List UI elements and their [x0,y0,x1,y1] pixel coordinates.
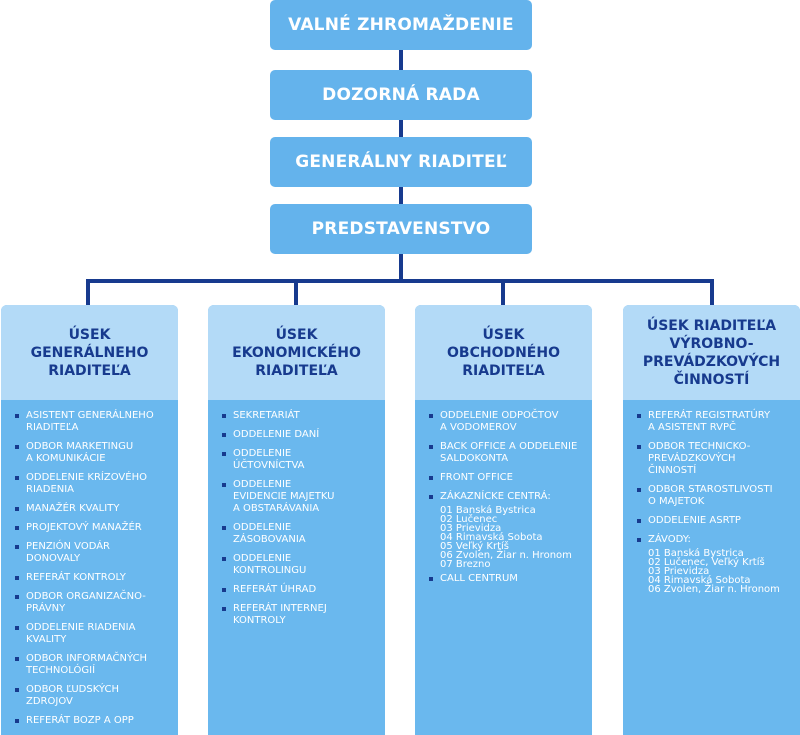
list-subitem: 03 Prievidza [440,523,502,534]
list-subitem: 07 Brezno [440,559,491,570]
list-item: REFERÁT REGISTRATÚRY A ASISTENT RVPČ [635,410,794,434]
list-item: ASISTENT GENERÁLNEHO RIADITEĽA [13,410,172,434]
item-list: SEKRETARIÁT ODDELENIE DANÍ ODDELENIE ÚČTOV… [208,400,385,627]
list-item: ODDELENIE RIADENIA KVALITY [13,622,172,646]
column-obchodny-riaditel: ÚSEK OBCHODNÉHO RIADITEĽA ODDELENIE ODPO… [415,305,592,735]
list-item: ODDELENIE KRÍZOVÉHO RIADENIA [13,472,172,496]
box-generalny-riaditel: GENERÁLNY RIADITEĽ [270,137,532,187]
list-item: ZÁKAZNÍCKE CENTRÁ: [427,491,586,503]
list-item: ODDELENIE EVIDENCIE MAJETKU A OBSTARÁVAN… [220,479,379,515]
list-subitem: 04 Rimavská Sobota [440,532,543,543]
box-predstavenstvo: PREDSTAVENSTVO [270,204,532,254]
list-item: ODBOR INFORMAČNÝCH TECHNOLÓGIÍ [13,653,172,677]
list-item: ODBOR STAROSTLIVOSTI O MAJETOK [635,484,794,508]
list-subitem: 06 Zvolen, Žiar n. Hronom [648,584,780,595]
list-item: ODBOR TECHNICKO- PREVÁDZKOVÝCH ČINNOSTÍ [635,441,794,477]
list-subitem: 02 Lučenec, Veľký Krtíš [648,557,765,568]
list-subitem: 01 Banská Bystrica [648,548,744,559]
list-item: REFERÁT INTERNEJ KONTROLY [220,603,379,627]
item-list: ODDELENIE ODPOČTOV A VODOMEROV BACK OFFIC… [415,400,592,585]
box-dozorna-rada: DOZORNÁ RADA [270,70,532,120]
item-list: ASISTENT GENERÁLNEHO RIADITEĽA ODBOR MARK… [1,400,178,727]
list-item: SEKRETARIÁT [220,410,379,422]
column-generalny-riaditel: ÚSEK GENERÁLNEHO RIADITEĽA ASISTENT GENE… [1,305,178,735]
list-item: ODBOR ĽUDSKÝCH ZDROJOV [13,684,172,708]
list-item: ODDELENIE KONTROLINGU [220,553,379,577]
box-valne-zhromazdenie: VALNÉ ZHROMAŽDENIE [270,0,532,50]
list-subitem: 02 Lučenec [440,514,498,525]
column-vyrobno-prevadzkove-cinnosti: ÚSEK RIADITEĽA VÝROBNO- PREVÁDZKOVÝCH ČI… [623,305,800,735]
list-item: PROJEKTOVÝ MANAŽÉR [13,522,172,534]
column-title: ÚSEK GENERÁLNEHO RIADITEĽA [1,305,178,400]
list-subitem: 01 Banská Bystrica [440,505,536,516]
list-item: PENZIÓN VODÁR DONOVALY [13,541,172,565]
list-item: FRONT OFFICE [427,472,586,484]
column-title: ÚSEK RIADITEĽA VÝROBNO- PREVÁDZKOVÝCH ČI… [623,305,800,400]
list-item: REFERÁT ÚHRAD [220,584,379,596]
item-list: REFERÁT REGISTRATÚRY A ASISTENT RVPČ ODBO… [623,400,800,596]
column-ekonomicky-riaditel: ÚSEK EKONOMICKÉHO RIADITEĽA SEKRETARIÁT O… [208,305,385,735]
list-item: ODDELENIE ASRTP [635,515,794,527]
list-subitem: 03 Prievidza [648,566,710,577]
list-item: ODDELENIE ZÁSOBOVANIA [220,522,379,546]
list-item: ODDELENIE ODPOČTOV A VODOMEROV [427,410,586,434]
list-item: ZÁVODY: [635,534,794,546]
list-item: ODBOR ORGANIZAČNO- PRÁVNY [13,591,172,615]
list-subitem: 06 Zvolen, Žiar n. Hronom [440,550,572,561]
list-subitem: 05 Veľký Krtíš [440,541,509,552]
list-item: ODDELENIE ÚČTOVNÍCTVA [220,448,379,472]
list-item: CALL CENTRUM [427,573,586,585]
column-title: ÚSEK OBCHODNÉHO RIADITEĽA [415,305,592,400]
column-title: ÚSEK EKONOMICKÉHO RIADITEĽA [208,305,385,400]
list-item: REFERÁT BOZP A OPP [13,715,172,727]
list-item: BACK OFFICE A ODDELENIE SALDOKONTA [427,441,586,465]
list-subitem: 04 Rimavská Sobota [648,575,751,586]
list-item: ODBOR MARKETINGU A KOMUNIKÁCIE [13,441,172,465]
list-item: ODDELENIE DANÍ [220,429,379,441]
list-item: MANAŽÉR KVALITY [13,503,172,515]
list-item: REFERÁT KONTROLY [13,572,172,584]
